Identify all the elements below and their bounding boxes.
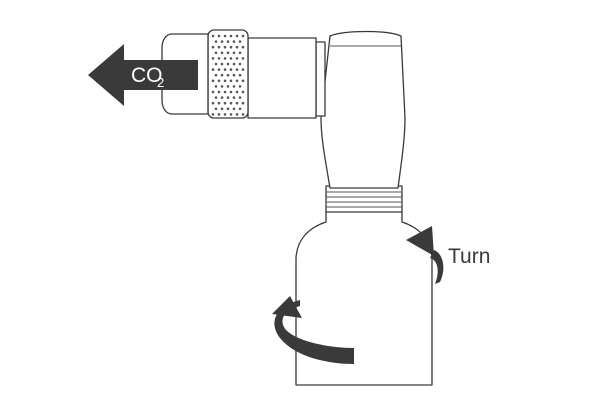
knurl-dot [214, 40, 218, 43]
cartridge-threads [325, 185, 403, 213]
knurl-dot [226, 107, 230, 111]
knurl-dot [235, 68, 239, 71]
knurl-dot [220, 73, 224, 77]
co2-cartridge [295, 209, 433, 386]
knurl-dot [220, 85, 224, 88]
knurl-dot [211, 34, 215, 38]
knurl-dot [235, 34, 239, 38]
knurl-dot [235, 79, 239, 83]
knurl-dot [238, 107, 242, 111]
knurl-dot [223, 68, 227, 71]
knurl-dot [229, 113, 233, 116]
knurl-dot [238, 85, 242, 88]
co2-subscript: 2 [157, 75, 164, 90]
knurl-dot [232, 85, 236, 88]
knurl-dot [220, 51, 224, 55]
knurl-dot [241, 57, 245, 60]
knurl-dot [229, 90, 233, 94]
knurl-dot [223, 34, 227, 38]
turn-label: Turn [448, 245, 490, 268]
knurl-dot [223, 79, 227, 83]
knurl-dot [241, 45, 245, 49]
knurl-dot [238, 73, 242, 77]
knurl-dot [232, 107, 236, 111]
knurl-dot [220, 62, 224, 66]
knurl-dot [238, 51, 242, 55]
knurl-dot [235, 113, 239, 116]
knurl-dot [217, 57, 221, 60]
knurl-dot [214, 62, 218, 66]
rotate-arrow-icon-lower [272, 296, 354, 364]
knurl-dot [241, 101, 245, 105]
knurl-dot [211, 101, 215, 105]
knurl-dot [214, 73, 218, 77]
knurl-dot [223, 90, 227, 94]
knurl-dot [211, 90, 215, 94]
inflator-head-body [320, 30, 406, 189]
knurl-dot [211, 79, 215, 83]
knurl-dot [229, 79, 233, 83]
knurl-dot [235, 45, 239, 49]
knurl-dot [211, 113, 215, 116]
knurl-dot [241, 34, 245, 38]
knurl-dot [232, 40, 236, 43]
knurl-dot [226, 73, 230, 77]
knurl-dot [226, 62, 230, 66]
knurl-dot [241, 79, 245, 83]
knurl-dot [235, 90, 239, 94]
knurl-dot [235, 57, 239, 60]
knurl-dot [232, 51, 236, 55]
knurl-dot [235, 101, 239, 105]
knurl-pattern [211, 34, 245, 116]
knurl-dot [217, 101, 221, 105]
knurl-dot [232, 73, 236, 77]
valve-connector [315, 41, 326, 117]
knurl-dot [220, 40, 224, 43]
knurl-dot [226, 51, 230, 55]
knurl-dot [220, 107, 224, 111]
knurl-dot [229, 101, 233, 105]
knurl-dot [217, 68, 221, 71]
knurl-dot [223, 57, 227, 60]
knurl-dot [238, 62, 242, 66]
knurl-dot [238, 40, 242, 43]
knurl-dot [232, 96, 236, 99]
knurl-dot [217, 45, 221, 49]
knurl-dot [229, 45, 233, 49]
knurl-dot [229, 57, 233, 60]
knurl-dot [223, 113, 227, 116]
knurl-dot [238, 96, 242, 99]
co2-label: CO [131, 64, 163, 87]
knurl-dot [241, 90, 245, 94]
knurled-knob [207, 29, 249, 119]
knurl-dot [220, 96, 224, 99]
knurl-dot [211, 57, 215, 60]
left-arrow-icon: CO 2 [88, 44, 198, 106]
knurl-dot [241, 68, 245, 71]
rotate-arrow-icon [406, 226, 444, 284]
knurl-dot [229, 68, 233, 71]
knurl-dot [229, 34, 233, 38]
knurl-dot [211, 68, 215, 71]
knurl-dot [223, 101, 227, 105]
knurl-dot [217, 113, 221, 116]
knurl-dot [214, 85, 218, 88]
knurl-dot [217, 34, 221, 38]
knurl-dot [214, 107, 218, 111]
knurl-dot [217, 79, 221, 83]
knurl-dot [223, 45, 227, 49]
knurl-dot [226, 40, 230, 43]
knurl-dot [214, 96, 218, 99]
knurl-dot [217, 90, 221, 94]
valve-housing [247, 37, 317, 119]
knurl-dot [232, 62, 236, 66]
knurl-dot [241, 113, 245, 116]
knurl-dot [226, 85, 230, 88]
knurl-dot [226, 96, 230, 99]
knurl-dot [211, 45, 215, 49]
knurl-dot [214, 51, 218, 55]
